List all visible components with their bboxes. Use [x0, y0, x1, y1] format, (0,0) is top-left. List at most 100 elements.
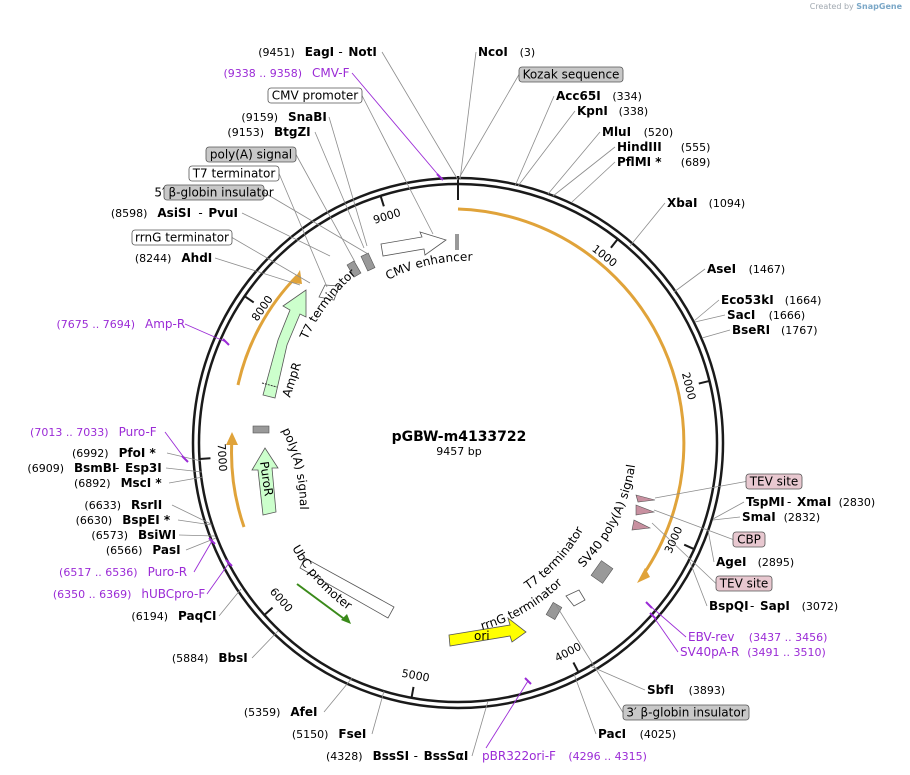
t7-terminator-bottom-shape — [565, 589, 586, 607]
primer-site-tick — [181, 455, 189, 463]
site-bsmbi[interactable]: (6909)BsmBI-Esp3I — [27, 461, 161, 475]
site-bspei[interactable]: (6630)BspEI * — [76, 513, 171, 527]
site-name: AfeI — [290, 705, 317, 719]
tick-5000 — [410, 686, 415, 698]
primer-leader — [648, 604, 687, 638]
feature-box-frame — [715, 575, 773, 592]
site-xbai[interactable]: XbaI(1094) — [667, 196, 745, 210]
primer-hubcpro-f[interactable]: (6350 .. 6369)hUBCpro-F — [53, 587, 206, 601]
site-pfoi[interactable]: (6992)PfoI * — [72, 446, 156, 460]
feature-box-5-globin-insulator[interactable]: 5′ β-globin insulator — [154, 184, 274, 201]
site-eco53ki[interactable]: Eco53kI(1664) — [721, 293, 821, 307]
site-separator: - — [338, 45, 342, 59]
primer-name: pBR322ori-F — [482, 749, 556, 763]
site-kpni[interactable]: KpnI(338) — [577, 104, 648, 118]
primer-ebv-rev[interactable]: EBV-rev(3437 .. 3456) — [688, 630, 827, 644]
primer-cmv-f[interactable]: (9338 .. 9358)CMV-F — [223, 66, 349, 80]
site-leader — [171, 504, 212, 525]
kozak-marker — [455, 234, 459, 250]
site-name: PacI — [598, 727, 626, 741]
site-paci[interactable]: PacI(4025) — [598, 727, 676, 741]
tick-label-7000: 7000 — [215, 443, 230, 472]
site-leader — [689, 561, 708, 607]
site-leader — [571, 161, 616, 203]
site-saci[interactable]: SacI(1666) — [727, 308, 805, 322]
site-position: (338) — [619, 105, 649, 118]
site-asisi[interactable]: (8598)AsiSI-PvuI — [111, 206, 238, 220]
site-position: (6194) — [131, 610, 168, 623]
site-name: PfoI * — [119, 446, 157, 460]
feature-box-t7-terminator[interactable]: T7 terminator — [188, 165, 280, 182]
site-name: SmaI — [742, 510, 776, 524]
site-leader — [459, 51, 477, 181]
primer-puro-f[interactable]: (7013 .. 7033)Puro-F — [30, 425, 157, 439]
site-bsssi[interactable]: (4328)BssSI-BssSαI — [326, 749, 468, 763]
site-name: SnaBI — [288, 110, 327, 124]
site-bspqi[interactable]: BspQI-SapI(3072) — [709, 599, 838, 613]
site-position: (689) — [681, 156, 711, 169]
feature-box-poly-a-signal[interactable]: poly(A) signal — [205, 146, 297, 163]
site-position: (334) — [612, 90, 642, 103]
feature-box-tev-site[interactable]: TEV site — [745, 473, 803, 490]
site-position: (5150) — [292, 728, 329, 741]
feature-box-3-globin-insulator[interactable]: 3′ β-globin insulator — [622, 704, 750, 721]
site-name: MscI * — [121, 476, 163, 490]
site-eagi[interactable]: (9451)EagI-NotI — [258, 45, 377, 59]
site-afei[interactable]: (5359)AfeI — [244, 705, 318, 719]
primer-range: (4296 .. 4315) — [568, 750, 647, 763]
site-name: TspMI — [746, 495, 785, 509]
feature-box-cmv-promoter[interactable]: CMV promoter — [267, 87, 363, 104]
site-position: (6566) — [106, 544, 143, 557]
site-leader — [371, 690, 385, 735]
site-leader — [693, 299, 720, 322]
site-msci[interactable]: (6892)MscI * — [74, 476, 162, 490]
site-rsrii[interactable]: (6633)RsrII — [84, 498, 162, 512]
site-bsiwi[interactable]: (6573)BsiWI — [91, 528, 176, 542]
puror-arrow — [251, 447, 279, 516]
site-acc65i[interactable]: Acc65I(334) — [556, 89, 642, 103]
site-name: BtgZI — [274, 125, 311, 139]
tick-label-9000: 9000 — [372, 206, 403, 227]
site-smai[interactable]: SmaI(2832) — [742, 510, 820, 524]
site-leader — [165, 467, 203, 473]
site-tspmi[interactable]: TspMI-XmaI(2830) — [746, 495, 875, 509]
feature-box-kozak-sequence[interactable]: Kozak sequence — [518, 66, 624, 83]
feature-box-cbp[interactable]: CBP — [732, 531, 766, 548]
primer-leader — [193, 540, 213, 573]
site-ncoi[interactable]: NcoI(3) — [478, 45, 535, 59]
site-pflmi[interactable]: PflMI *(689) — [617, 155, 710, 169]
site-name: BssSI — [373, 749, 410, 763]
site-bseri[interactable]: BseRI(1767) — [732, 323, 818, 337]
site-leader — [214, 257, 301, 286]
primer-name: Puro-R — [148, 565, 188, 579]
site-btgzi[interactable]: (9153) BtgZI — [227, 125, 310, 139]
primer-leader — [164, 431, 186, 460]
feature-box-text: 5′ β-globin insulator — [154, 186, 273, 200]
site-fsei[interactable]: (5150) FseI — [292, 727, 367, 741]
primer-sv40pa-r[interactable]: SV40pA-R(3491 .. 3510) — [680, 645, 826, 659]
site-position: (9451) — [258, 46, 295, 59]
tick-1000 — [610, 238, 619, 249]
site-position: (9153) — [227, 126, 264, 139]
site-ahdi[interactable]: (8244)AhdI — [135, 251, 212, 265]
primer-puro-r[interactable]: (6517 .. 6536)Puro-R — [59, 565, 187, 579]
primer-amp-r[interactable]: (7675 .. 7694)Amp-R — [56, 317, 185, 331]
site-paqci[interactable]: (6194)PaqCI — [131, 609, 216, 623]
feature-box-text: TEV site — [719, 577, 769, 591]
site-snabi[interactable]: (9159)SnaBI — [241, 110, 326, 124]
site-asei[interactable]: AseI(1467) — [707, 262, 785, 276]
site-bbsi[interactable]: (5884)BbsI — [172, 651, 248, 665]
ubc-promoter-arc-head — [341, 614, 351, 624]
site-hindiii[interactable]: HindIII(555) — [617, 140, 710, 154]
site-sbfi[interactable]: SbfI(3893) — [647, 683, 725, 697]
site-separator: - — [115, 461, 119, 475]
feature-box-tev-site[interactable]: TEV site — [715, 575, 773, 592]
site-mlui[interactable]: MluI(520) — [602, 125, 673, 139]
site-pasi[interactable]: (6566)PasI — [106, 543, 181, 557]
feature-cmv-enhancer: CMV enhancer — [383, 250, 472, 283]
site-name: FseI — [338, 727, 366, 741]
site-agei[interactable]: AgeI(2895) — [716, 555, 794, 569]
primer-pbr322ori-f[interactable]: pBR322ori-F (4296 .. 4315) — [482, 749, 647, 763]
site-position: (1767) — [781, 324, 818, 337]
feature-box-rrng-terminator[interactable]: rrnG terminator — [131, 229, 233, 246]
